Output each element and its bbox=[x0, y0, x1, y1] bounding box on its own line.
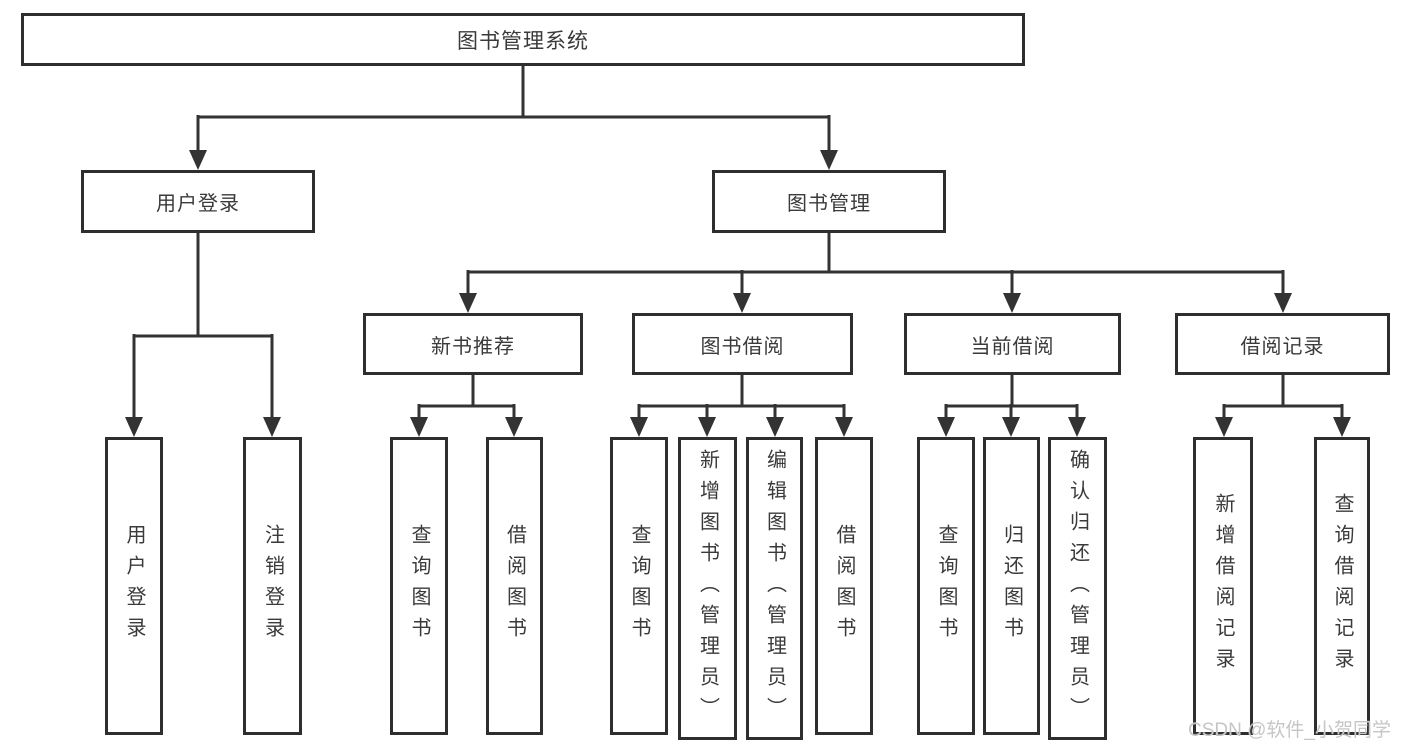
node-label: 归还图书 bbox=[1000, 524, 1023, 648]
node-label: 图书借阅 bbox=[700, 335, 785, 358]
node-label: 用户登录 bbox=[156, 193, 240, 215]
node-label: 编辑图书（管理员） bbox=[763, 449, 786, 728]
leaf-query-books: 查询图书 bbox=[610, 437, 668, 735]
branch-borrowing bbox=[639, 375, 844, 408]
leaf-query-books: 查询图书 bbox=[917, 437, 975, 735]
node-borrowing-records: 借阅记录 bbox=[1175, 313, 1390, 375]
leaf-edit-books-admin: 编辑图书（管理员） bbox=[746, 437, 803, 740]
node-current-borrowing: 当前借阅 bbox=[904, 313, 1121, 375]
leaf-confirm-return-admin: 确认归还（管理员） bbox=[1048, 437, 1107, 740]
node-label: 用户登录 bbox=[123, 524, 145, 648]
node-label: 借阅图书 bbox=[833, 524, 855, 648]
branch-root bbox=[198, 66, 829, 119]
node-label: 查询借阅记录 bbox=[1331, 493, 1353, 679]
leaf-query-books: 查询图书 bbox=[390, 437, 448, 735]
branch-records bbox=[1224, 375, 1342, 408]
leaf-borrow-books: 借阅图书 bbox=[486, 437, 543, 735]
leaf-logout: 注销登录 bbox=[243, 437, 302, 735]
node-label: 查询图书 bbox=[408, 524, 430, 648]
branch-book-mgmt bbox=[468, 233, 1283, 274]
leaf-user-login: 用户登录 bbox=[105, 437, 163, 735]
node-library-management-system: 图书管理系统 bbox=[21, 13, 1025, 66]
branch-current bbox=[946, 375, 1077, 408]
leaf-return-books: 归还图书 bbox=[983, 437, 1040, 735]
node-label: 查询图书 bbox=[935, 524, 957, 648]
leaf-query-borrow-record: 查询借阅记录 bbox=[1314, 437, 1370, 735]
leaf-add-books-admin: 新增图书（管理员） bbox=[678, 437, 737, 740]
node-book-management: 图书管理 bbox=[712, 170, 946, 233]
node-label: 借阅记录 bbox=[1240, 335, 1325, 358]
branch-new-book bbox=[419, 375, 514, 408]
node-label: 新增借阅记录 bbox=[1212, 493, 1234, 679]
leaf-borrow-books: 借阅图书 bbox=[815, 437, 873, 735]
node-label: 图书管理 bbox=[787, 193, 871, 215]
node-new-book-recommendation: 新书推荐 bbox=[363, 313, 583, 375]
branch-user-login bbox=[134, 233, 272, 338]
node-label: 确认归还（管理员） bbox=[1066, 449, 1089, 728]
leaf-add-borrow-record: 新增借阅记录 bbox=[1193, 437, 1253, 735]
node-label: 新增图书（管理员） bbox=[696, 449, 719, 728]
node-label: 图书管理系统 bbox=[457, 29, 589, 53]
node-label: 新书推荐 bbox=[431, 335, 515, 358]
csdn-watermark: CSDN @软件_小贺同学 bbox=[1188, 720, 1391, 741]
node-label: 查询图书 bbox=[628, 524, 650, 648]
node-user-login: 用户登录 bbox=[81, 170, 315, 233]
node-label: 当前借阅 bbox=[970, 335, 1055, 358]
node-book-borrowing: 图书借阅 bbox=[632, 313, 853, 375]
node-label: 借阅图书 bbox=[503, 524, 526, 648]
node-label: 注销登录 bbox=[261, 524, 284, 648]
